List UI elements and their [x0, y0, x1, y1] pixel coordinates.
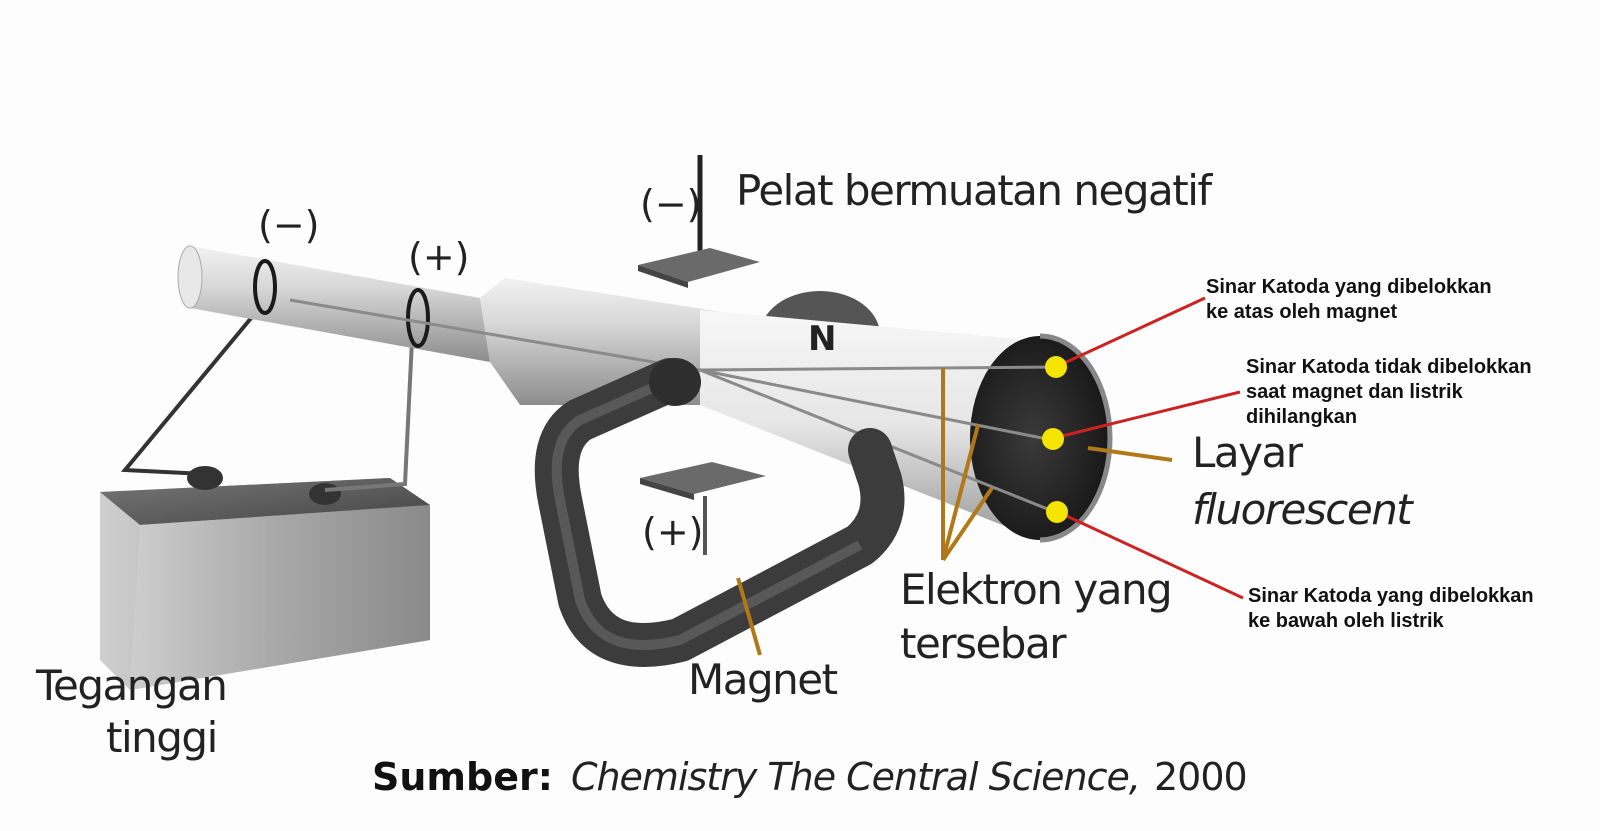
- magnet-pole-label: N: [808, 319, 836, 359]
- marker-deflected-up: [1045, 356, 1067, 378]
- magnet-label: Magnet: [688, 655, 838, 704]
- leader-electrons-2: [941, 424, 980, 561]
- marker-undeflected: [1042, 428, 1064, 450]
- positive-plate: [640, 462, 766, 555]
- marker-deflected-down: [1046, 501, 1068, 523]
- voltage-label-line1: Tegangan: [35, 661, 226, 710]
- leader-screen: [1087, 446, 1173, 462]
- annotation-down-line1: Sinar Katoda yang dibelokkan: [1248, 585, 1534, 607]
- screen-label-line2: fluorescent: [1192, 485, 1414, 534]
- anode-sign: (+): [408, 235, 470, 279]
- battery-terminal-positive: [309, 483, 341, 505]
- leader-electrons-3: [941, 486, 994, 562]
- battery-terminal-negative: [187, 466, 223, 490]
- wire-positive: [324, 339, 414, 492]
- plate-top-label: Pelat bermuatan negatif: [736, 166, 1213, 215]
- screen-label-line1: Layar: [1192, 428, 1304, 477]
- leader-magnet: [736, 577, 762, 656]
- annotation-lines: [1053, 296, 1244, 600]
- source-title: Chemistry The Central Science,: [571, 755, 1140, 799]
- source-prefix: Sumber:: [372, 755, 553, 799]
- battery: [100, 466, 430, 690]
- annotation-mid-line3: dihilangkan: [1246, 406, 1357, 428]
- negative-plate: [638, 155, 760, 288]
- voltage-label-line2: tinggi: [106, 713, 217, 762]
- tube-neck: [177, 245, 490, 362]
- electrons-label-line1: Elektron yang: [900, 565, 1171, 614]
- plate-bottom-sign: (+): [642, 510, 704, 554]
- plate-top-sign: (−): [640, 182, 702, 226]
- annotation-down-line2: ke bawah oleh listrik: [1248, 610, 1445, 632]
- annotation-line-down: [1057, 510, 1244, 600]
- cathode-ring: [253, 259, 277, 315]
- cathode-sign: (−): [258, 203, 320, 247]
- annotation-line-up: [1057, 296, 1206, 368]
- horseshoe-magnet: [534, 358, 905, 667]
- annotation-mid-line1: Sinar Katoda tidak dibelokkan: [1246, 356, 1532, 378]
- wire-negative: [120, 303, 264, 476]
- leader-lines: [736, 368, 1173, 656]
- annotation-up-line1: Sinar Katoda yang dibelokkan: [1206, 276, 1492, 298]
- annotation-mid-line2: saat magnet dan listrik: [1246, 381, 1464, 403]
- anode-ring: [406, 288, 430, 348]
- electrons-label-line2: tersebar: [900, 619, 1067, 668]
- annotation-line-mid: [1053, 390, 1241, 440]
- electron-beams: [289, 298, 1056, 514]
- source-year: 2000: [1154, 755, 1247, 799]
- annotation-up-line2: ke atas oleh magnet: [1206, 301, 1398, 323]
- source-caption: Sumber: Chemistry The Central Science, 2…: [372, 755, 1247, 799]
